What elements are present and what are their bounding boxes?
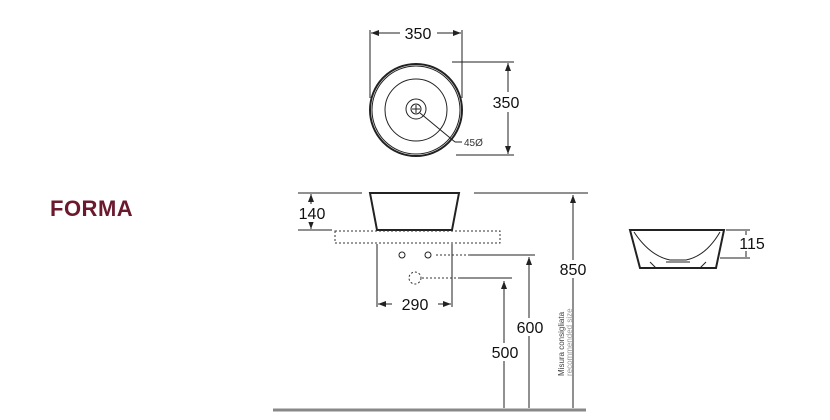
side-height-label: 115	[739, 236, 765, 253]
basin-inner-bowl	[384, 78, 448, 142]
drain-diameter-label: 45Ø	[464, 138, 483, 149]
side-view: 115	[628, 229, 768, 269]
basin-front-profile	[368, 192, 461, 231]
basin-outer-rim	[369, 63, 463, 157]
recommended-size-en: recommended size	[565, 308, 574, 376]
trap-outlet	[408, 271, 422, 285]
top-width-label: 350	[405, 26, 432, 43]
top-view: 350 45Ø 350	[369, 26, 524, 157]
valve-left	[398, 251, 406, 259]
trap-height-label: 500	[492, 345, 519, 362]
supply-height-label: 600	[517, 320, 544, 337]
product-title: FORMA	[50, 196, 134, 221]
valve-right	[424, 251, 432, 259]
countertop-outline	[334, 230, 501, 244]
recommended-size-it: Misura consigliata	[557, 311, 566, 376]
basin-section-profile	[628, 229, 726, 269]
drain-inner	[410, 103, 422, 115]
bowl-height-label: 140	[299, 206, 326, 223]
front-view: 140 290 600 500 850 Misura consigliata r…	[273, 192, 590, 412]
drain-outer	[405, 98, 427, 120]
top-depth-label: 350	[493, 95, 520, 112]
total-height-label: 850	[560, 262, 587, 279]
base-width-label: 290	[402, 297, 429, 314]
